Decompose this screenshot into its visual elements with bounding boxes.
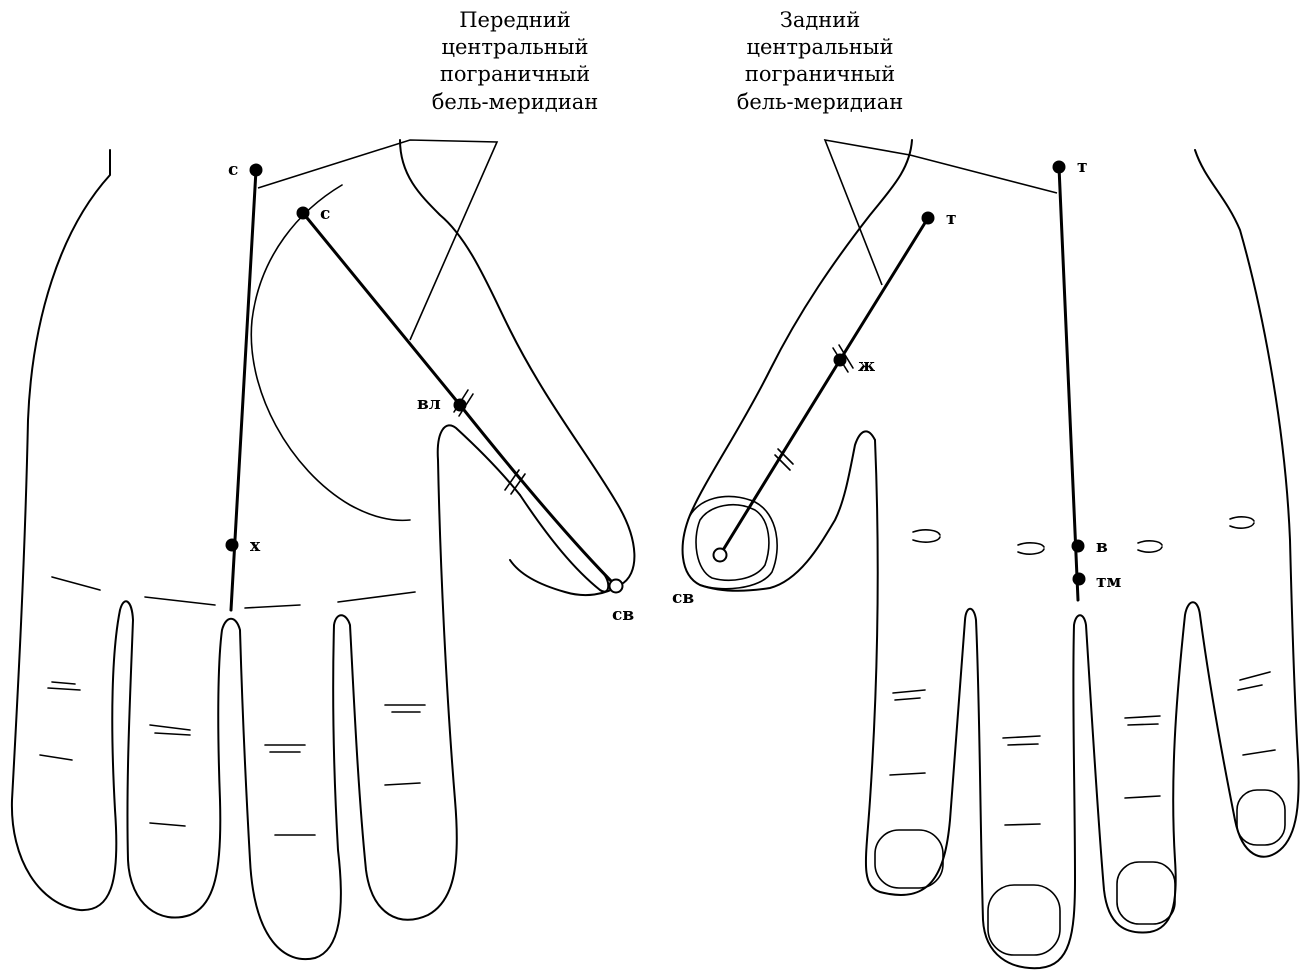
right-knuckle-mark [1230,517,1254,528]
left-finger-crease [40,755,72,760]
left-finger-crease [52,682,75,684]
caption-posterior-line: центральный [747,35,894,59]
label-tm: тм [1096,572,1122,592]
right-hand-outline [866,150,1299,968]
right-finger-nail [1117,862,1175,924]
caption-posterior-line: бель-меридиан [737,90,904,114]
left-finger-crease [150,823,185,826]
caption-anterior-line: центральный [442,35,589,59]
right-caption-leader [825,140,1057,285]
left-thumb-outline [400,140,634,595]
right-finger-nail [988,885,1060,955]
left-point-c-top [250,164,263,177]
right-finger-crease [1008,744,1038,745]
caption-anterior-line: бель-меридиан [432,90,599,114]
right-finger-crease [1128,724,1158,725]
left-point-vl [454,399,467,412]
right-thumb-nail [696,505,769,580]
right-finger-crease [1125,716,1160,718]
right-finger-crease [895,698,920,700]
right-point-t-top [1053,161,1066,174]
right-thumb-nail-outer [688,496,777,588]
right-point-v [1072,540,1085,553]
right-finger-crease [893,690,925,693]
right-finger-crease [1125,796,1160,798]
right-meridian-vertical [1059,167,1078,600]
left-finger-crease [385,783,420,785]
right-finger-crease [1003,736,1040,738]
left-palm-crease-4 [338,592,415,602]
caption-anterior-line: Передний [459,8,571,32]
right-point-t-thumb [922,212,935,225]
label-sv-left: св [612,605,634,625]
label-vl: вл [417,394,441,414]
right-knuckle-mark [1018,543,1044,554]
right-finger-crease [1005,824,1040,825]
left-hand: с с вл х св [12,140,635,959]
left-hand-outline [12,150,520,959]
label-x: х [250,536,261,556]
left-palm-crease-1 [52,577,100,590]
caption-anterior-line: пограничный [440,62,590,86]
left-point-c-thumb [297,207,310,220]
left-point-sv [610,580,623,593]
caption-posterior: Задний центральный пограничный бель-мери… [737,8,904,114]
label-c-top: с [228,160,238,180]
caption-posterior-line: пограничный [745,62,895,86]
label-sv-right: св [672,588,694,608]
right-point-tm [1073,573,1086,586]
right-point-zh [834,354,847,367]
label-zh: ж [858,356,875,376]
right-knuckle-mark [913,530,940,542]
right-finger-crease [1240,672,1270,680]
left-thenar-arc [251,185,410,520]
label-v: в [1096,537,1108,557]
left-palm-crease-2 [145,597,215,605]
left-finger-crease [150,725,190,730]
left-finger-crease [155,733,190,735]
right-finger-crease [1243,750,1275,755]
right-knuckle-mark [1138,541,1162,552]
label-c-thumb: с [320,204,330,224]
left-finger-crease [48,688,80,690]
caption-anterior: Передний центральный пограничный бель-ме… [432,8,599,114]
right-finger-crease [1238,685,1262,690]
caption-posterior-line: Задний [780,8,861,32]
right-finger-nail [1237,790,1285,845]
right-finger-crease [890,773,925,775]
left-point-x [226,539,239,552]
label-t-thumb: т [946,209,957,229]
label-t-top: т [1077,157,1088,177]
right-hand: т т ж в тм св [672,140,1299,968]
left-index-outline [520,495,608,592]
right-point-sv [714,549,727,562]
right-meridian-thumb [720,218,928,555]
left-palm-crease-3 [245,605,300,608]
